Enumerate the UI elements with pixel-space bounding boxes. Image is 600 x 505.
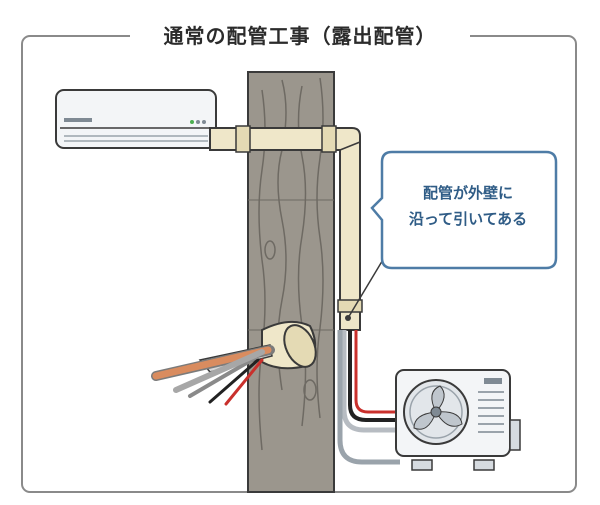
indoor-unit-icon	[55, 89, 217, 149]
exposed-lines	[337, 330, 400, 465]
callout-leader	[347, 257, 385, 319]
page-title: 通常の配管工事（露出配管）	[0, 20, 600, 49]
callout-bubble	[370, 150, 558, 270]
fan-icon	[403, 379, 469, 445]
callout-leader-dot	[345, 315, 351, 321]
copper-pipe-icon	[151, 320, 317, 406]
callout-line-1: 配管が外壁に	[422, 184, 513, 202]
callout-text: 配管が外壁に 沿って引いてある	[384, 180, 552, 232]
callout-line-2: 沿って引いてある	[408, 210, 528, 228]
pipe-cover-icon	[209, 125, 363, 331]
